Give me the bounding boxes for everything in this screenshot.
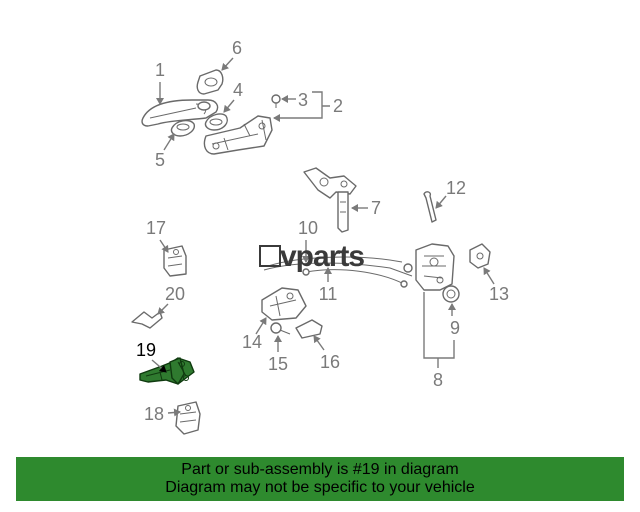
part-4-pad (204, 113, 228, 131)
part-18-hinge (175, 401, 201, 435)
leader-12 (435, 195, 447, 209)
part-16-clip (295, 319, 323, 339)
part-20-clip (131, 311, 163, 329)
label-14[interactable]: 14 (242, 332, 262, 352)
label-4[interactable]: 4 (233, 80, 243, 100)
label-5[interactable]: 5 (155, 150, 165, 170)
label-6[interactable]: 6 (232, 38, 242, 58)
label-1[interactable]: 1 (155, 60, 165, 80)
part-17-hinge (163, 245, 187, 277)
label-15[interactable]: 15 (268, 354, 288, 374)
label-18[interactable]: 18 (144, 404, 164, 424)
part-5-pad (170, 119, 195, 137)
label-3[interactable]: 3 (298, 90, 308, 110)
part-13-bracket (469, 243, 491, 269)
label-11[interactable]: 11 (319, 284, 338, 304)
label-8[interactable]: 8 (433, 370, 443, 390)
label-20[interactable]: 20 (165, 284, 185, 304)
part-12-rod (423, 191, 437, 223)
leader-14 (255, 317, 267, 335)
leader-4 (223, 99, 235, 113)
leader-6 (221, 57, 234, 71)
part-2-handle-frame (203, 115, 273, 155)
part-7-lock-cylinder (303, 167, 357, 233)
label-2[interactable]: 2 (333, 96, 343, 116)
part-6-handle-cover (196, 69, 224, 95)
label-9[interactable]: 9 (450, 318, 460, 338)
leader-16 (313, 335, 325, 351)
label-19[interactable]: 19 (136, 340, 156, 360)
part-1-outer-handle (141, 99, 219, 127)
label-17[interactable]: 17 (146, 218, 166, 238)
part-8-door-lock (415, 243, 455, 291)
part-14-bracket (261, 287, 307, 321)
watermark-logo: vparts (259, 240, 365, 273)
leader-17 (159, 239, 169, 253)
banner-line-2: Diagram may not be specific to your vehi… (165, 479, 475, 496)
label-12[interactable]: 12 (446, 178, 466, 198)
label-10[interactable]: 10 (298, 218, 318, 238)
info-banner: Part or sub-assembly is #19 in diagram D… (16, 457, 624, 501)
leader-13 (483, 267, 495, 285)
leader-20 (157, 303, 169, 315)
leader-18 (167, 408, 181, 417)
part-9-bushing (442, 285, 460, 303)
bracket-2 (312, 91, 330, 119)
part-19-door-check[interactable] (139, 357, 195, 385)
part-3-bolt (271, 94, 281, 108)
label-7[interactable]: 7 (371, 198, 381, 218)
leader-5 (163, 133, 175, 151)
watermark-text: vparts (280, 240, 364, 273)
leader-19 (151, 359, 167, 373)
banner-line-1: Part or sub-assembly is #19 in diagram (181, 461, 459, 478)
label-16[interactable]: 16 (320, 352, 340, 372)
bracket-8 (423, 292, 455, 359)
label-13[interactable]: 13 (489, 284, 509, 304)
part-15-screw (270, 322, 291, 335)
